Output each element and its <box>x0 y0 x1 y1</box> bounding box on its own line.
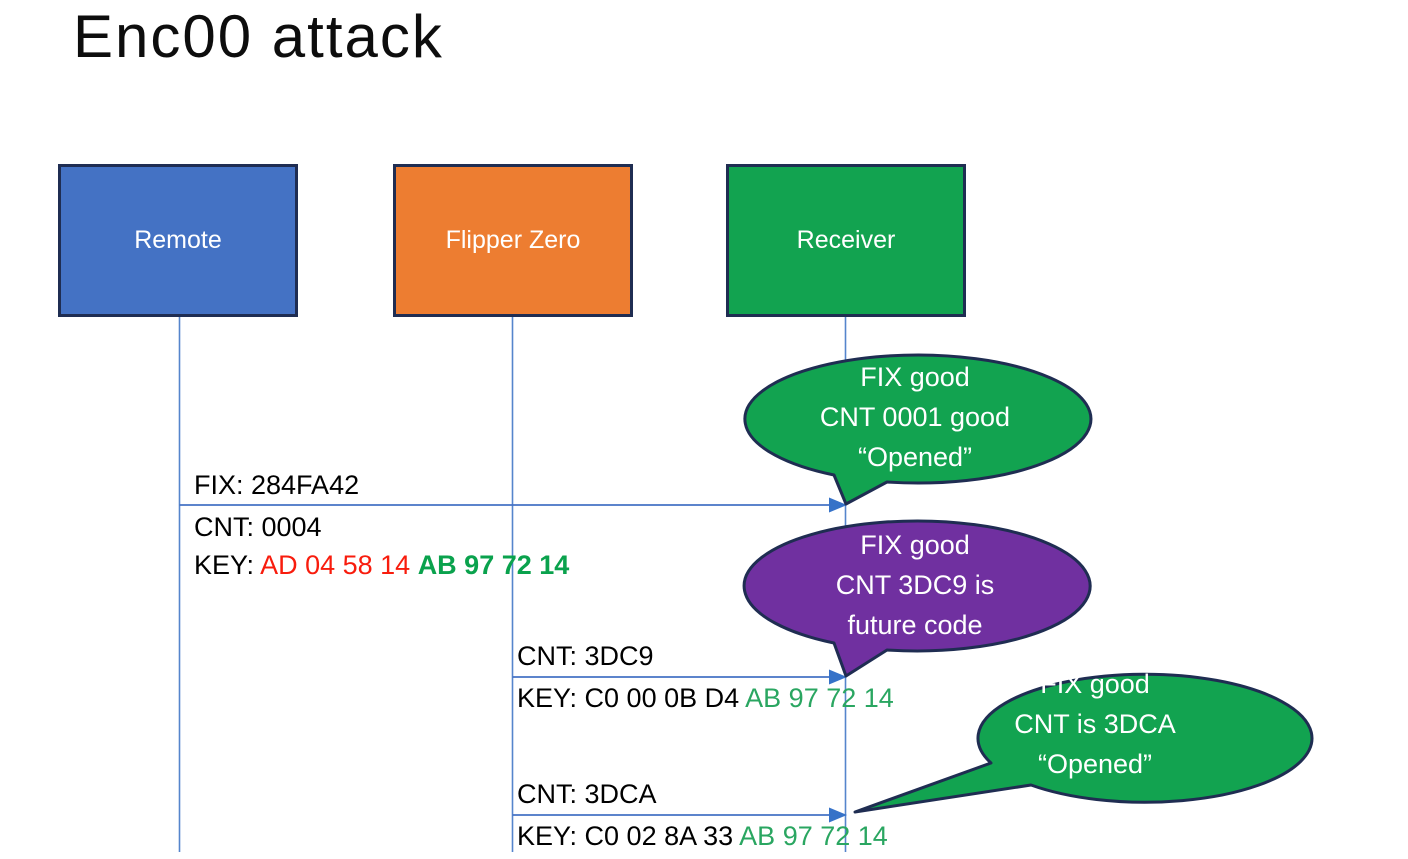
message-1-key-red-bytes: AD 04 58 14 <box>260 550 418 580</box>
callout-2-line-3: future code <box>847 610 983 640</box>
message-3-key-label: KEY: C0 02 8A 33 AB 97 72 14 <box>517 821 888 852</box>
message-2-key-green-bytes: AB 97 72 14 <box>745 683 894 713</box>
message-2-key-prefix: KEY: C0 00 0B D4 <box>517 683 746 713</box>
callout-bubble-3 <box>853 672 1314 814</box>
callout-bubble-2 <box>742 519 1092 678</box>
callout-2-line-2: CNT 3DC9 is <box>835 570 995 600</box>
message-1-key-prefix: KEY: <box>194 550 261 580</box>
message-3-key-prefix: KEY: C0 02 8A 33 <box>517 821 740 851</box>
actor-label-remote: Remote <box>134 226 222 254</box>
message-3-cnt-label: CNT: 3DCA <box>517 779 657 809</box>
message-2-key-label: KEY: C0 00 0B D4 AB 97 72 14 <box>517 683 894 714</box>
callout-3-line-2: CNT is 3DCA <box>1014 709 1176 739</box>
callout-1-line-2: CNT 0001 good <box>819 402 1011 432</box>
page-title: Enc00 attack <box>73 3 444 70</box>
message-arrowhead-3 <box>829 807 847 823</box>
callout-3-line-3: “Opened” <box>1037 749 1153 779</box>
callout-3-line-1: FIX good <box>1040 669 1150 699</box>
message-arrowhead-2 <box>829 669 847 685</box>
callout-1-line-3: “Opened” <box>857 442 973 472</box>
callout-2-line-1: FIX good <box>860 530 970 560</box>
actor-box-flipper-zero: Flipper Zero <box>393 164 633 317</box>
message-2-cnt-label: CNT: 3DC9 <box>517 641 654 671</box>
message-1-key-label: KEY: AD 04 58 14 AB 97 72 14 <box>194 550 569 581</box>
callout-bubble-1 <box>743 353 1093 506</box>
callout-2-text: FIX good CNT 3DC9 is future code <box>742 525 1088 645</box>
message-arrowhead-1 <box>829 497 847 513</box>
actor-label-receiver: Receiver <box>796 226 896 254</box>
message-1-key-green-bytes: AB 97 72 14 <box>417 550 570 580</box>
callout-1-line-1: FIX good <box>860 362 970 392</box>
message-1-cnt-label: CNT: 0004 <box>194 512 322 542</box>
callout-1-text: FIX good CNT 0001 good “Opened” <box>742 357 1088 477</box>
actor-box-receiver: Receiver <box>726 164 966 317</box>
callout-3-text: FIX good CNT is 3DCA “Opened” <box>928 664 1262 784</box>
message-3-key-green-bytes: AB 97 72 14 <box>739 821 888 851</box>
actor-label-flipper-zero: Flipper Zero <box>445 226 581 254</box>
message-1-fix-label: FIX: 284FA42 <box>194 470 360 500</box>
actor-box-remote: Remote <box>58 164 298 317</box>
